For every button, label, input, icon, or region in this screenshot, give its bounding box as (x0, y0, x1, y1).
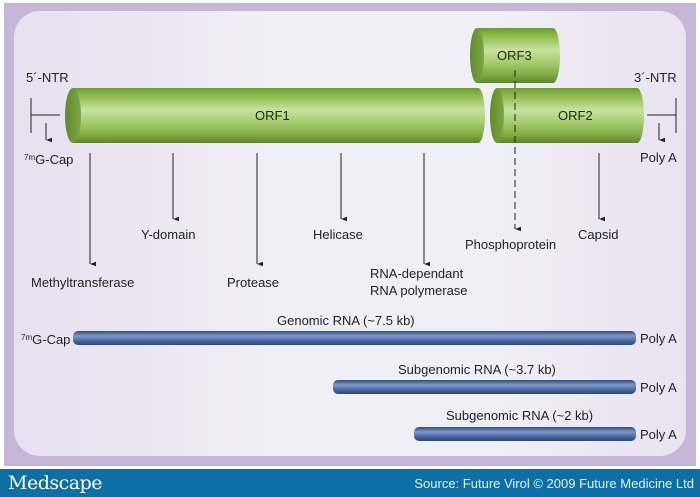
orf1-label: ORF1 (255, 108, 290, 123)
orf1-cylinder (65, 88, 485, 143)
capsid-label: Capsid (578, 227, 619, 242)
y-domain-label: Y-domain (141, 227, 196, 242)
protease-label: Protease (227, 275, 280, 290)
rdrp-label-line2: RNA polymerase (370, 283, 468, 298)
genomic-rna-poly-a: Poly A (640, 331, 677, 346)
subgenomic-rna-2kb-label: Subgenomic RNA (~2 kb) (446, 408, 594, 423)
rdrp-label-line1: RNA-dependant (370, 266, 464, 281)
orf3-label: ORF3 (497, 48, 532, 63)
helicase-label: Helicase (313, 227, 363, 242)
subgenomic-rna-2kb-bar (414, 427, 636, 441)
five-ntr-label: 5´-NTR (26, 70, 69, 85)
subgenomic-rna-3-7kb-bar (333, 380, 636, 394)
source-credit: Source: Future Virol © 2009 Future Medic… (414, 476, 694, 491)
cap-label-top: 7mG-Cap (24, 152, 74, 167)
genomic-rna-cap-label: 7mG-Cap (21, 332, 71, 347)
genomic-rna-bar (73, 331, 636, 345)
subgenomic-rna-3-7kb-label: Subgenomic RNA (~3.7 kb) (398, 362, 556, 377)
medscape-logo: Medscape (8, 472, 103, 494)
methyltransferase-label: Methyltransferase (31, 275, 135, 290)
poly-a-label-top: Poly A (640, 150, 677, 165)
phosphoprotein-label: Phosphoprotein (465, 237, 557, 252)
subgenomic-rna-3-7kb-poly-a: Poly A (640, 380, 677, 395)
three-ntr-label: 3´-NTR (634, 70, 677, 85)
five-ntr-bracket (30, 98, 60, 143)
subgenomic-rna-2kb-poly-a: Poly A (640, 427, 677, 442)
footer-bar: Medscape Source: Future Virol © 2009 Fut… (0, 469, 700, 497)
three-ntr-bracket (647, 98, 677, 143)
orf2-cylinder (490, 88, 644, 143)
orf2-label: ORF2 (558, 108, 593, 123)
genomic-rna-label: Genomic RNA (~7.5 kb) (277, 313, 415, 328)
